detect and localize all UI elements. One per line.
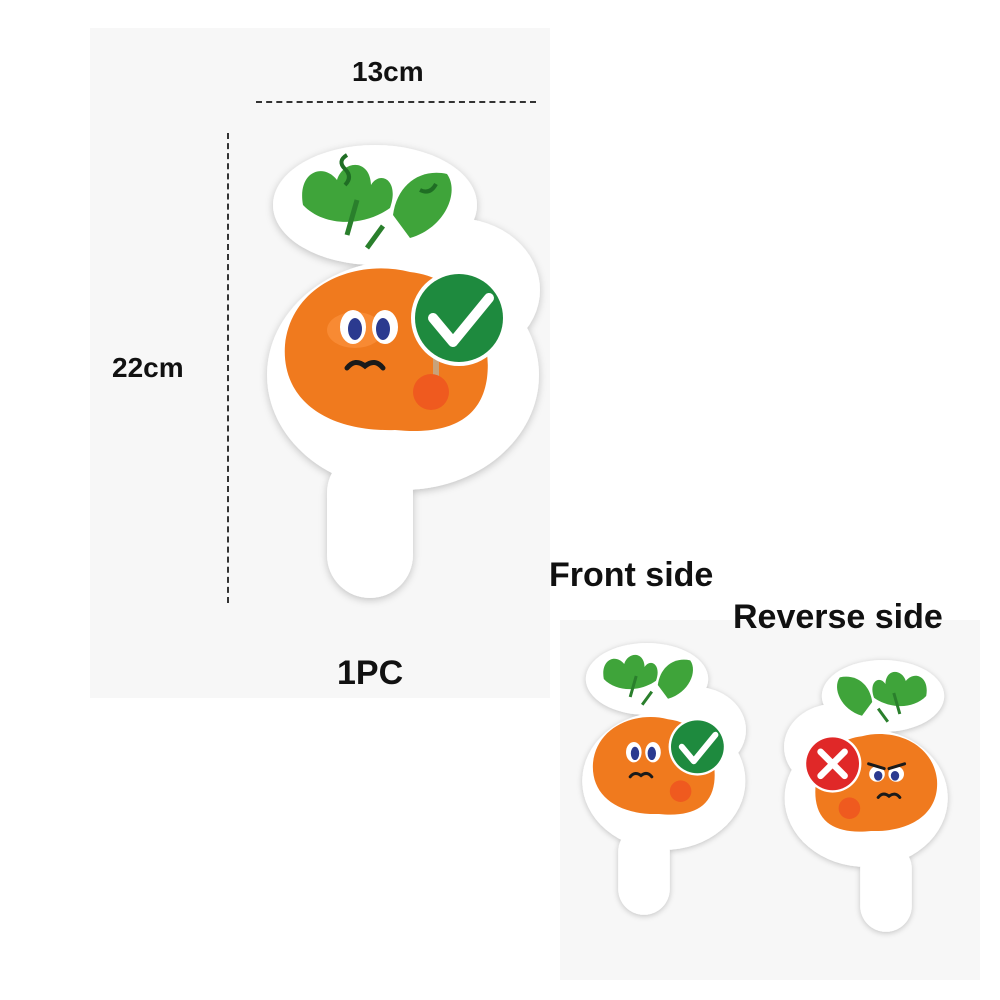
main-carrot-sign — [267, 145, 540, 598]
leaf-icon — [603, 654, 658, 690]
check-icon — [428, 293, 494, 347]
width-dimension-line — [256, 101, 536, 103]
hand-icon — [413, 374, 449, 410]
eyes-icon — [340, 310, 398, 344]
front-side-label: Front side — [549, 556, 714, 594]
check-icon — [678, 731, 719, 765]
cross-icon — [817, 748, 848, 780]
mustache-icon — [628, 772, 654, 779]
width-dimension-label: 13cm — [352, 56, 424, 87]
mustache-icon — [344, 360, 386, 371]
quantity-label: 1PC — [337, 654, 404, 692]
reverse-side-label: Reverse side — [733, 598, 943, 636]
front-side-sign — [582, 643, 746, 915]
height-dimension-label: 22cm — [112, 352, 184, 383]
reverse-side-sign — [784, 660, 948, 932]
height-dimension-line — [227, 133, 229, 603]
check-badge — [415, 274, 503, 362]
leaf-icon — [302, 153, 452, 250]
